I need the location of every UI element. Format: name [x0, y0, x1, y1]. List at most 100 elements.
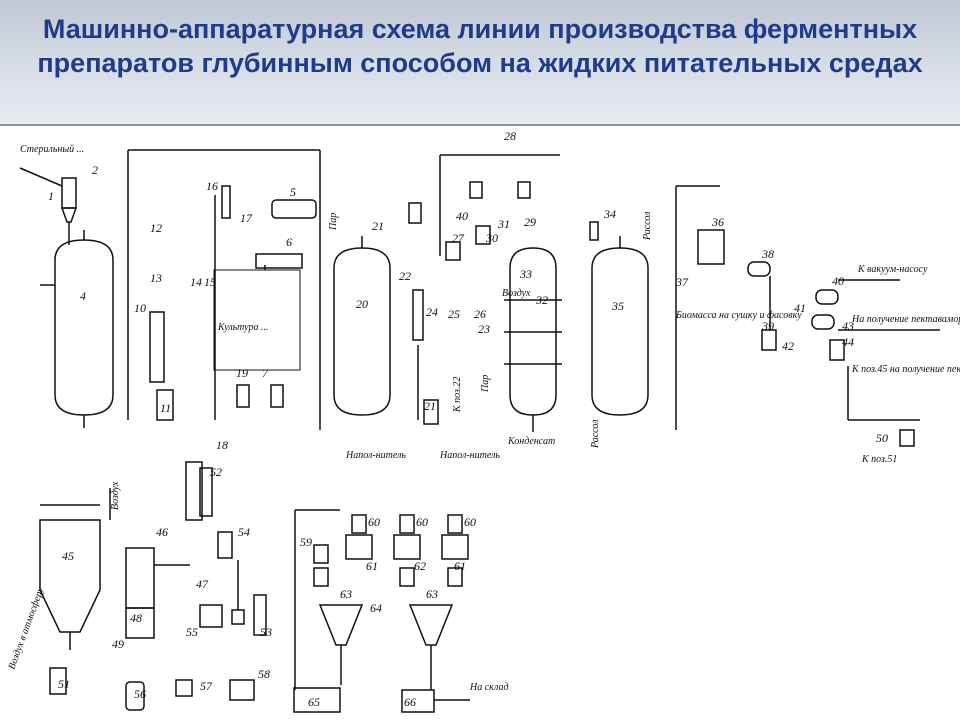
equipment-number-24: 24 [426, 305, 438, 319]
equipment-number-52: 52 [210, 465, 222, 479]
equipment-number-33: 33 [519, 267, 532, 281]
label-to-pos22: К поз.22 [452, 377, 463, 413]
equipment-number-27: 27 [452, 231, 465, 245]
equipment-number-12: 12 [150, 221, 162, 235]
equipment-number-16: 16 [206, 179, 218, 193]
equipment-number-60a: 60 [368, 515, 380, 529]
sterilizer-5-16 [214, 150, 321, 430]
equipment-number-13: 13 [150, 271, 162, 285]
equipment-number-50: 50 [876, 431, 888, 445]
equipment-number-29: 29 [524, 215, 536, 229]
equipment-number-43: 43 [842, 319, 854, 333]
equipment-number-1: 1 [48, 189, 54, 203]
equipment-number-49: 49 [112, 637, 124, 651]
inoculation-flask-group [19, 167, 78, 245]
equipment-number-10: 10 [134, 301, 146, 315]
label-steam-2: Пар [328, 213, 339, 231]
equipment-number-48: 48 [130, 611, 142, 625]
equipment-number-37: 37 [675, 275, 689, 289]
equipment-number-57: 57 [200, 679, 213, 693]
equipment-number-58: 58 [258, 667, 270, 681]
equipment-number-66: 66 [404, 695, 416, 709]
equipment-number-41: 41 [794, 301, 806, 315]
equipment-number-38: 38 [761, 247, 774, 261]
label-filler-2: Напол-нитель [439, 450, 500, 461]
equipment-number-60c: 60 [464, 515, 476, 529]
production-fermenter-33 [439, 154, 562, 432]
cyclone-group-46-48 [125, 461, 213, 711]
equipment-number-44: 44 [842, 335, 854, 349]
equipment-number-34: 34 [603, 207, 616, 221]
main-fermenter-20 [333, 202, 439, 425]
standardization-mixers-59-64 [293, 509, 470, 713]
equipment-number-55: 55 [186, 625, 198, 639]
label-to-vacuum-pump: К вакуум-насосу [857, 264, 928, 275]
label-to-pos45: К поз.45 на получение пектаваморина Г10х [851, 364, 960, 375]
page-title: Машинно-аппаратурная схема линии произво… [37, 14, 923, 78]
equipment-number-63b: 63 [426, 587, 438, 601]
label-air-lower: Воздух [110, 481, 121, 510]
equipment-number-20: 20 [356, 297, 368, 311]
medium-preparation-box [213, 265, 301, 408]
equipment-number-2: 2 [92, 163, 98, 177]
equipment-number-47: 47 [196, 577, 209, 591]
air-filter-column [127, 149, 320, 421]
equipment-number-19: 19 [236, 366, 248, 380]
label-sterile-flask: Стерильный ... [20, 144, 84, 155]
label-condensate: Конденсат [507, 436, 555, 447]
equipment-number-21: 21 [372, 219, 384, 233]
feeders-52-58 [175, 531, 267, 701]
label-to-pectawamorin-g3x: На получение пектаваморина Г3х [851, 314, 960, 325]
equipment-number-21b: 21 [424, 399, 436, 413]
equipment-number-18: 18 [216, 438, 228, 452]
equipment-number-22: 22 [399, 269, 411, 283]
label-brine: Рассол [590, 419, 601, 449]
equipment-number-17: 17 [240, 211, 253, 225]
label-biomass: Биомасса на сушку и фасовку [675, 310, 802, 321]
label-brine-2: Рассол [642, 211, 653, 241]
label-filler-1: Напол-нитель [345, 450, 406, 461]
equipment-numbers: 2 1 4 16 17 5 6 12 13 10 11 14 15 18 19 … [48, 129, 888, 709]
seed-fermenter-4 [40, 230, 114, 428]
equipment-number-51: 51 [58, 677, 70, 691]
label-air: Воздух [502, 288, 531, 299]
equipment-number-36: 36 [711, 215, 724, 229]
equipment-number-64: 64 [370, 601, 382, 615]
equipment-number-59: 59 [300, 535, 312, 549]
equipment-number-54: 54 [238, 525, 250, 539]
equipment-number-28: 28 [504, 129, 516, 143]
equipment-number-61a: 61 [366, 559, 378, 573]
process-flow-diagram: 2 1 4 16 17 5 6 12 13 10 11 14 15 18 19 … [6, 129, 960, 713]
label-culture-flask: Культура ... [217, 322, 268, 333]
equipment-number-46: 46 [156, 525, 168, 539]
label-steam: Пар [480, 375, 491, 393]
equipment-number-65: 65 [308, 695, 320, 709]
title-banner: Машинно-аппаратурная схема линии произво… [0, 0, 960, 126]
equipment-number-31: 31 [497, 217, 510, 231]
equipment-number-6: 6 [286, 235, 292, 249]
equipment-number-5: 5 [290, 185, 296, 199]
equipment-number-14: 14 [190, 275, 202, 289]
label-to-pos51: К поз.51 [861, 454, 897, 465]
equipment-number-42: 42 [782, 339, 794, 353]
equipment-number-11: 11 [160, 401, 171, 415]
label-air-to-atmosphere: Воздух в атмосферу [6, 586, 46, 671]
equipment-number-45: 45 [62, 549, 74, 563]
equipment-number-39: 39 [761, 319, 774, 333]
equipment-number-25: 25 [448, 307, 460, 321]
equipment-number-60b: 60 [416, 515, 428, 529]
equipment-number-61b: 61 [454, 559, 466, 573]
equipment-number-15: 15 [204, 275, 216, 289]
equipment-number-56: 56 [134, 687, 146, 701]
separator-group-36-44 [675, 185, 940, 447]
equipment-number-4: 4 [80, 289, 86, 303]
equipment-number-63a: 63 [340, 587, 352, 601]
equipment-number-32: 32 [535, 293, 548, 307]
equipment-number-35: 35 [611, 299, 624, 313]
spray-dryer-45 [39, 488, 111, 695]
equipment-number-26: 26 [474, 307, 486, 321]
equipment-number-30: 30 [485, 231, 498, 245]
equipment-number-40a: 40 [456, 209, 468, 223]
equipment-number-23: 23 [478, 322, 490, 336]
equipment-number-7: 7 [262, 366, 269, 380]
